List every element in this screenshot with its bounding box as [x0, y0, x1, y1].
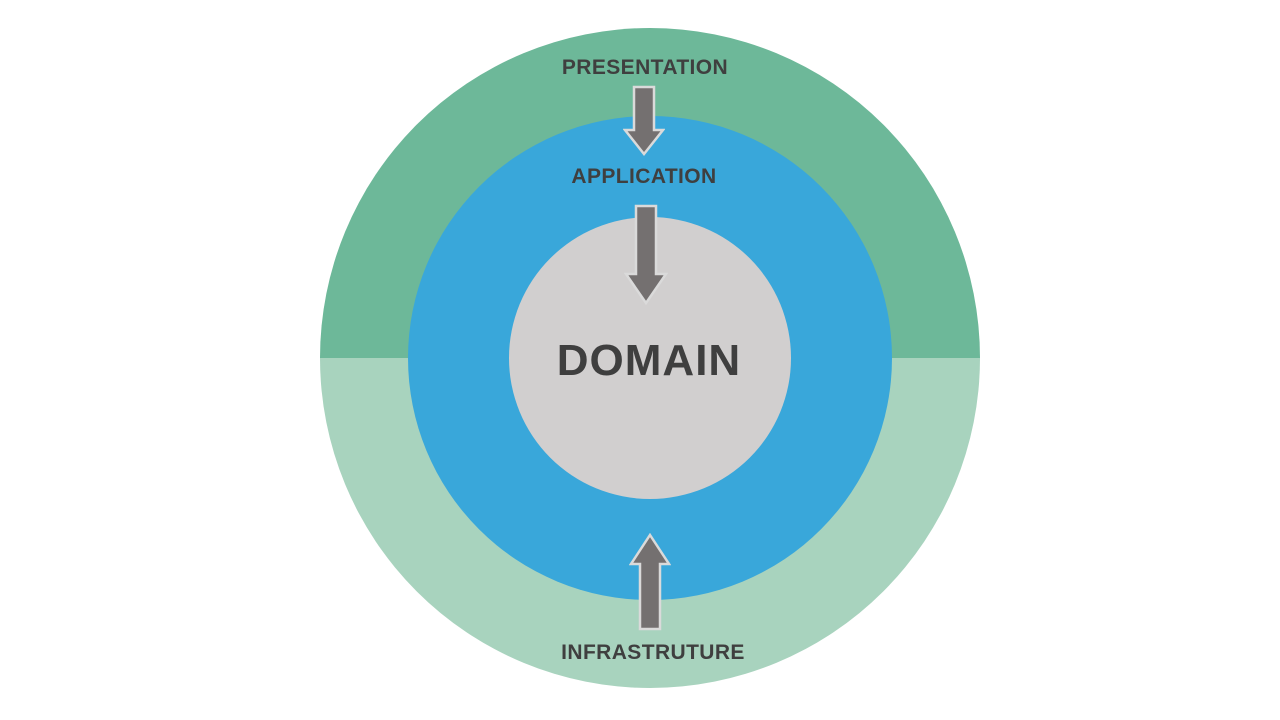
- presentation-layer-label: PRESENTATION: [561, 56, 729, 79]
- application-layer-label: APPLICATION: [571, 165, 717, 188]
- domain-layer-label: DOMAIN: [556, 336, 742, 385]
- arrow-down-presentation-to-application-icon: [623, 85, 665, 157]
- infrastruture-layer-label: INFRASTRUTURE: [561, 641, 745, 664]
- arrow-up-infrastruture-to-application-icon: [629, 533, 671, 631]
- arrow-down-application-to-domain-icon: [624, 204, 668, 306]
